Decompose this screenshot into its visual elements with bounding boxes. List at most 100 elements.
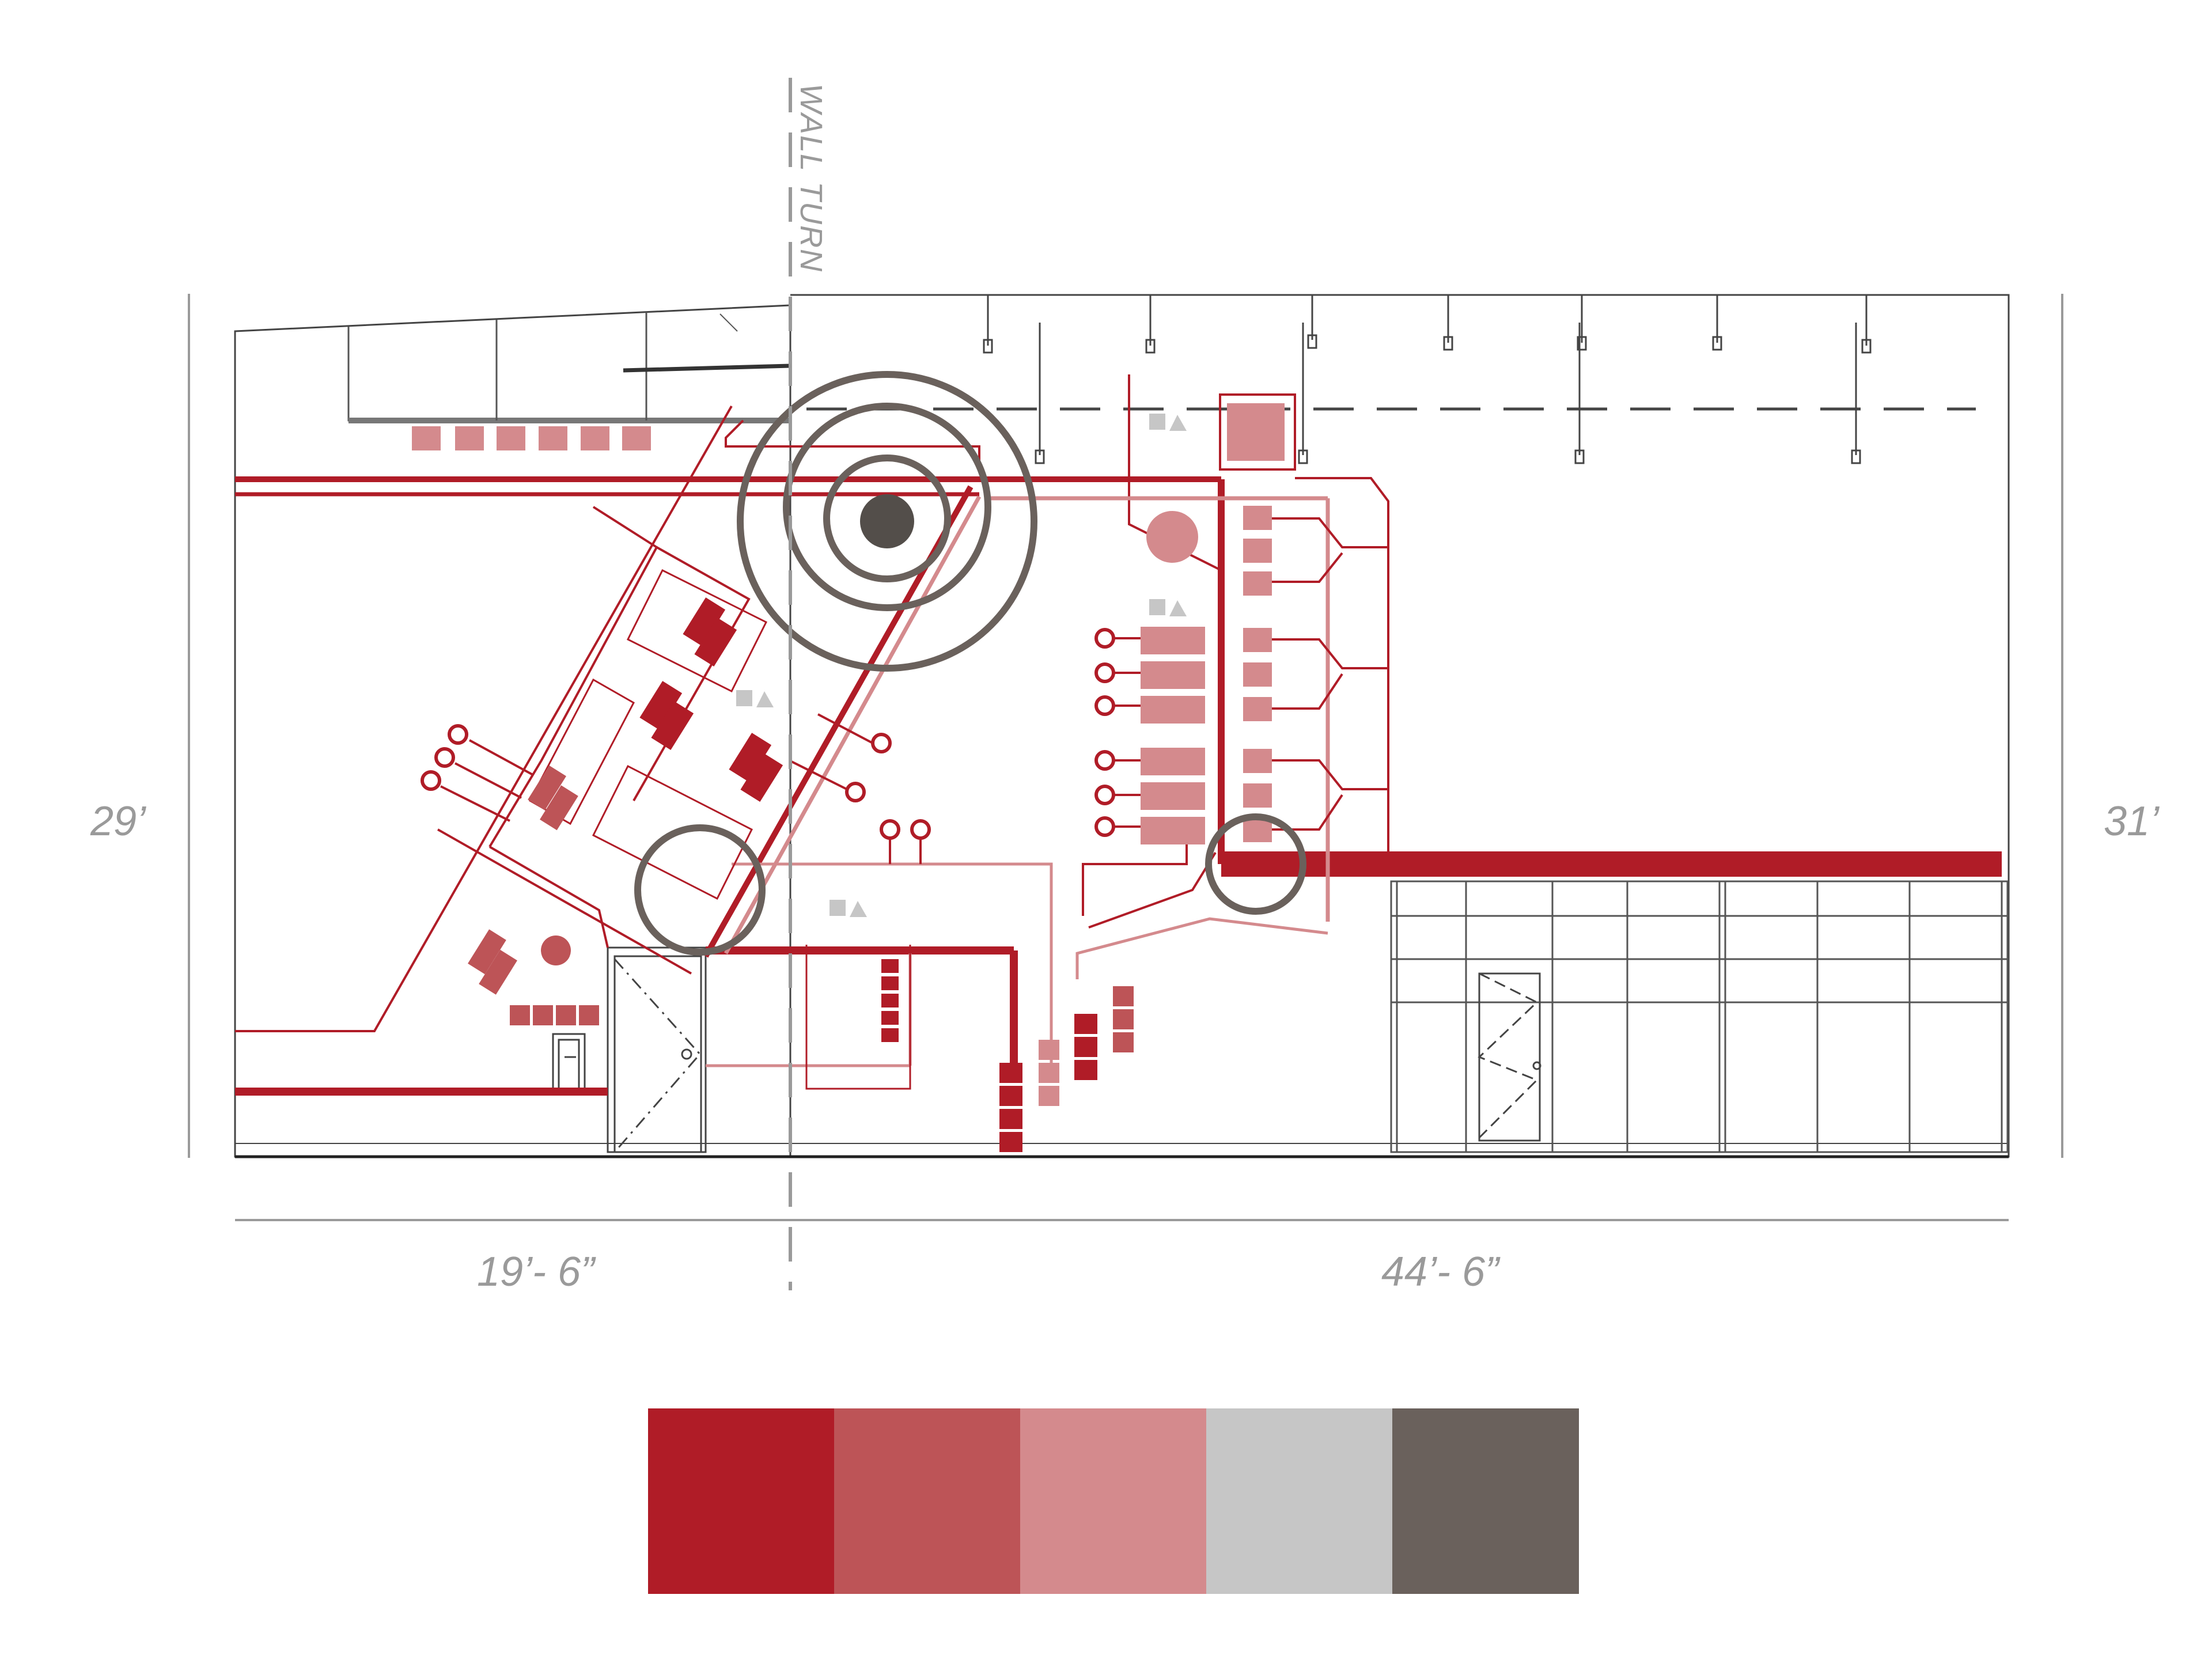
shape-symbols	[736, 414, 1187, 917]
ring-small	[823, 454, 951, 582]
storefront-door	[1478, 972, 1541, 1142]
module	[1243, 783, 1272, 808]
module	[999, 1063, 1022, 1083]
ring-connector	[845, 782, 866, 802]
dark-red-modules	[639, 597, 1097, 1152]
module	[468, 929, 506, 975]
color-palette	[648, 1408, 1579, 1594]
module	[1039, 1086, 1059, 1106]
module	[881, 1028, 899, 1042]
module	[581, 426, 609, 450]
width-left-label: 19’- 6”	[477, 1249, 596, 1295]
module	[683, 597, 726, 646]
module	[881, 959, 899, 973]
swatch-dark-gray	[1392, 1408, 1579, 1594]
module	[412, 426, 441, 450]
module	[1243, 749, 1272, 773]
module	[528, 765, 566, 810]
light-red-modules	[412, 403, 1285, 1106]
square-symbol	[1149, 599, 1165, 615]
module	[1113, 1032, 1134, 1052]
module	[881, 976, 899, 990]
light-red-network	[706, 495, 1330, 1067]
module	[540, 785, 578, 831]
triangle-symbol	[1169, 415, 1187, 431]
target-rings	[634, 371, 1306, 956]
module	[1141, 661, 1205, 689]
pendant-lights	[806, 295, 1976, 464]
sensor-dot	[1146, 511, 1198, 563]
ring-connector	[1094, 695, 1115, 716]
dimension-lines	[188, 294, 2063, 1221]
ring-connector	[880, 819, 900, 840]
sensor-dot	[541, 935, 571, 965]
ring-connector	[910, 819, 931, 840]
swatch-light-red	[1020, 1408, 1207, 1594]
module	[533, 1005, 553, 1025]
module	[639, 681, 683, 730]
primary-red-network	[235, 374, 2002, 1096]
width-right-label: 44’- 6”	[1381, 1249, 1501, 1295]
module	[1243, 662, 1272, 687]
medium-red-modules	[468, 765, 1134, 1052]
module	[999, 1109, 1022, 1129]
ring-connector	[421, 770, 441, 791]
module	[1141, 782, 1205, 810]
square-symbol	[830, 900, 846, 916]
height-left-label: 29’	[90, 798, 146, 844]
ring-connector	[1094, 750, 1115, 771]
module	[999, 1132, 1022, 1152]
module	[740, 753, 783, 802]
ring-connector	[434, 747, 455, 768]
module	[881, 994, 899, 1007]
square-symbol	[1149, 414, 1165, 430]
ring-connector	[1094, 816, 1115, 837]
module	[1141, 627, 1205, 654]
module	[1243, 628, 1272, 652]
ring-large	[737, 371, 1037, 672]
module	[1074, 1060, 1097, 1080]
wall-outline	[234, 294, 2010, 1158]
module	[479, 949, 517, 995]
swatch-medium-red	[834, 1408, 1021, 1594]
module	[622, 426, 651, 450]
ring-connectors	[421, 628, 1141, 864]
wall-turn-marker: WALL TURN	[789, 78, 828, 1290]
module	[1074, 1037, 1097, 1057]
ring-connector	[448, 724, 468, 745]
module	[556, 1005, 576, 1025]
ring-connector	[1094, 628, 1115, 649]
triangle-symbol	[850, 901, 867, 917]
module	[1227, 403, 1285, 461]
module	[497, 426, 525, 450]
ring-connector	[1094, 785, 1115, 805]
module	[1039, 1063, 1059, 1083]
ring-right-lower	[1205, 813, 1306, 915]
triangle-symbol	[1169, 600, 1187, 616]
height-right-label: 31’	[2104, 798, 2160, 844]
module	[539, 426, 567, 450]
module	[1074, 1014, 1097, 1034]
ring-connector	[871, 733, 892, 753]
module	[1141, 748, 1205, 775]
square-symbol	[736, 690, 752, 706]
module	[1113, 1009, 1134, 1029]
swatch-primary-red	[648, 1408, 835, 1594]
module	[1141, 696, 1205, 724]
left-door	[607, 946, 707, 1153]
storefront-windows	[1390, 880, 2009, 1153]
module	[1039, 1040, 1059, 1060]
swatch-light-gray	[1206, 1408, 1393, 1594]
module	[651, 701, 694, 750]
ring-medium	[783, 403, 991, 611]
wall-turn-label: WALL TURN	[794, 84, 828, 272]
module	[1141, 817, 1205, 844]
triangle-symbol	[756, 691, 774, 707]
module	[1113, 986, 1134, 1006]
module	[1243, 539, 1272, 563]
module	[1243, 506, 1272, 530]
module	[999, 1086, 1022, 1106]
ring-connector	[1094, 662, 1115, 683]
module	[455, 426, 484, 450]
